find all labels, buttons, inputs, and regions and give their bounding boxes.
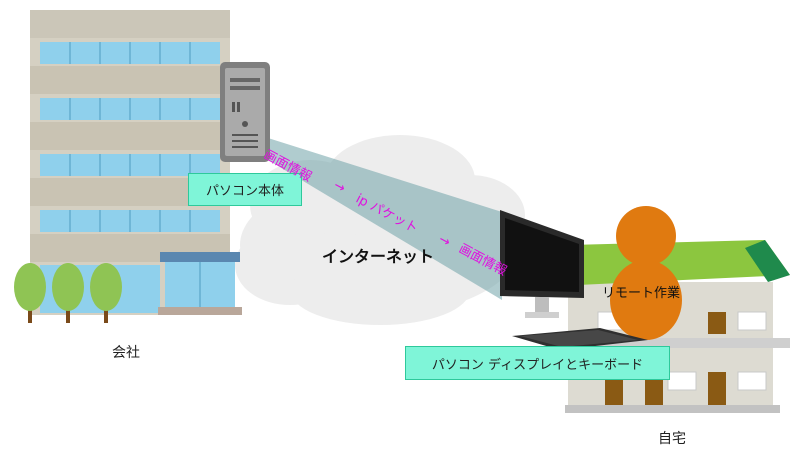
data-beam (268, 138, 502, 300)
display-keyboard-label: パソコン ディスプレイとキーボード (405, 346, 670, 380)
internet-label: インターネット (322, 247, 435, 266)
trees (14, 263, 122, 323)
pc-tower (220, 62, 270, 162)
keyboard (512, 328, 648, 350)
house (560, 240, 790, 413)
home-label: 自宅 (658, 431, 686, 447)
person-icon (610, 206, 682, 340)
company-label: 会社 (112, 345, 140, 361)
remote-work-label: リモート作業 (602, 286, 681, 301)
monitor (500, 210, 584, 318)
pc-body-label: パソコン本体 (188, 173, 302, 206)
